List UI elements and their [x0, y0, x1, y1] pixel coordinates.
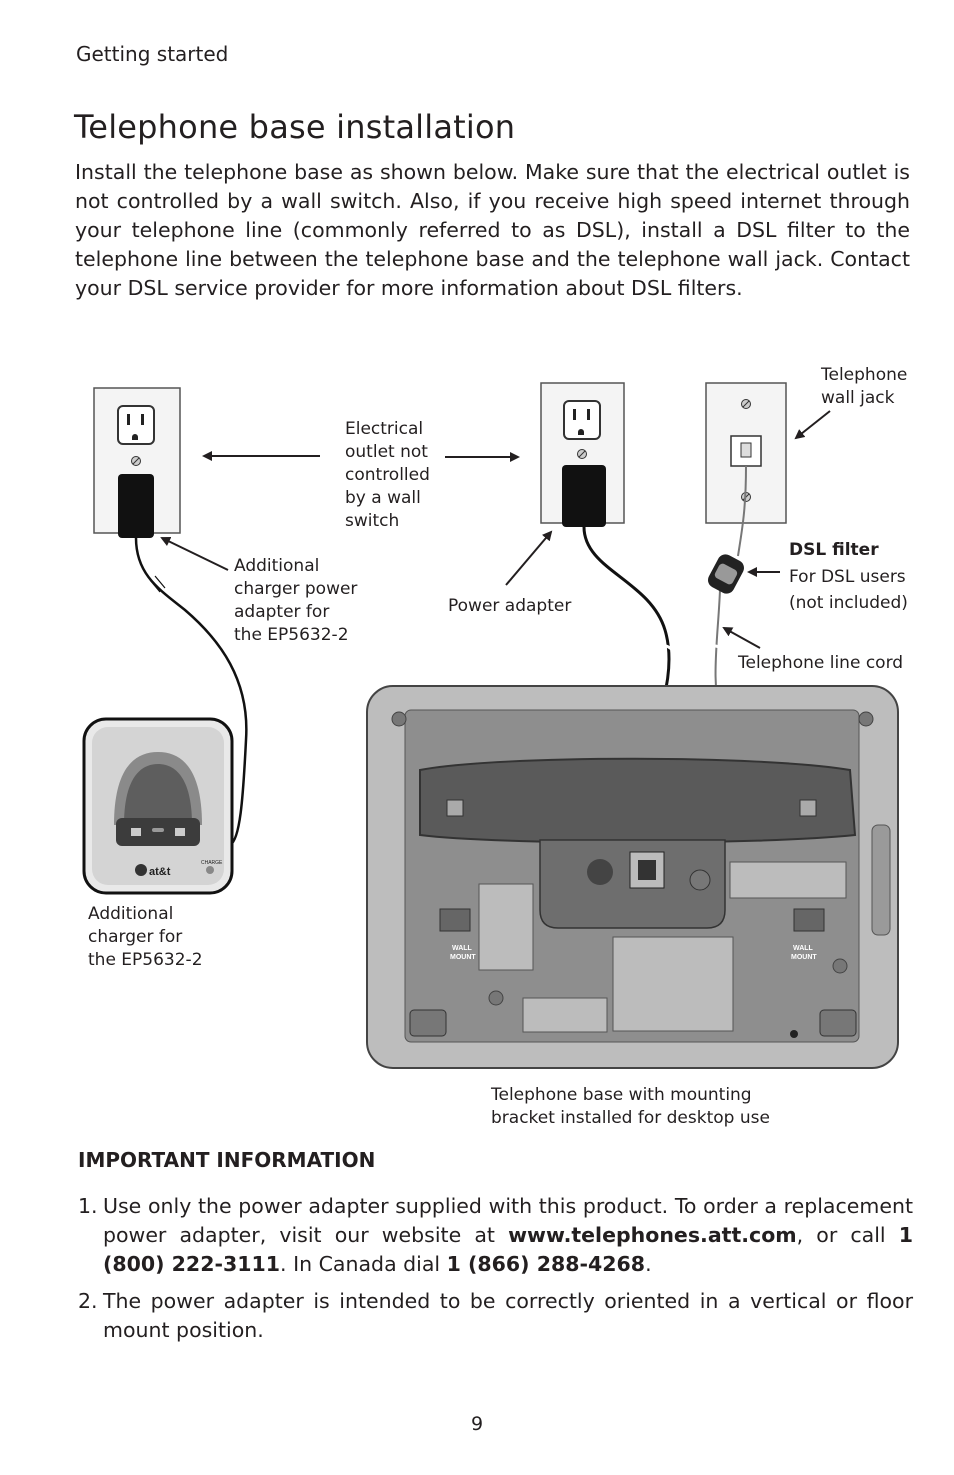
- us-phone-number: 1 (800) 222-3111: [103, 1223, 913, 1276]
- important-list: 1.Use only the power adapter supplied wi…: [78, 1192, 913, 1353]
- power-adapter: [562, 465, 606, 527]
- left-wall-outlet: [93, 387, 181, 538]
- charger-label-1: Additional: [88, 904, 173, 924]
- charger-label-2: charger for: [88, 927, 182, 947]
- wall-mount-left-1: WALL: [452, 945, 473, 952]
- charger-label-3: the EP5632-2: [88, 950, 203, 970]
- additional-charger: [82, 717, 234, 895]
- dsl-filter: [708, 554, 744, 594]
- middle-wall-outlet: [540, 382, 625, 527]
- website-link[interactable]: www.telephones.att.com: [508, 1223, 797, 1247]
- list-item: 2.The power adapter is intended to be co…: [78, 1289, 913, 1342]
- page-title: Telephone base installation: [74, 108, 516, 146]
- intro-paragraph: Install the telephone base as shown belo…: [75, 160, 910, 300]
- charger-brand: at&t: [149, 866, 171, 878]
- att-logo-icon: [135, 864, 147, 876]
- important-heading: IMPORTANT INFORMATION: [78, 1148, 376, 1172]
- additional-adapter-label-3: adapter for: [234, 602, 329, 622]
- additional-adapter-label-1: Additional: [234, 556, 319, 576]
- telephone-wall-jack: [705, 382, 787, 524]
- wall-mount-right-2: MOUNT: [791, 954, 817, 961]
- list-item-number: 2.: [78, 1289, 98, 1313]
- wall-jack-label-1: Telephone: [820, 365, 907, 385]
- additional-adapter-label-4: the EP5632-2: [234, 625, 349, 645]
- power-adapter-label: Power adapter: [448, 596, 571, 616]
- list-item: 1.Use only the power adapter supplied wi…: [78, 1194, 913, 1276]
- wall-jack-label-2: wall jack: [821, 388, 895, 408]
- outlet-label-5: switch: [345, 511, 399, 531]
- outlet-label-1: Electrical: [345, 419, 423, 439]
- line-cord-label: Telephone line cord: [737, 653, 903, 673]
- dsl-filter-title: DSL filter: [789, 540, 879, 560]
- outlet-label-3: controlled: [345, 465, 430, 485]
- section-label: Getting started: [76, 42, 229, 66]
- wall-mount-right-1: WALL: [793, 945, 814, 952]
- charger-led-label: CHARGE: [201, 860, 223, 866]
- dsl-filter-note-2: (not included): [789, 593, 908, 613]
- dsl-filter-note-1: For DSL users: [789, 567, 906, 587]
- page-number: 9: [470, 1413, 484, 1435]
- additional-power-adapter: [118, 474, 154, 538]
- base-label-2: bracket installed for desktop use: [491, 1108, 770, 1128]
- installation-diagram: at&t CHARGE WALL MOUNT WALL MOUNT Electr…: [82, 365, 908, 1128]
- wall-mount-left-2: MOUNT: [450, 954, 476, 961]
- telephone-base: [366, 685, 899, 1069]
- outlet-label-4: by a wall: [345, 488, 421, 508]
- additional-adapter-label-2: charger power: [234, 579, 357, 599]
- list-item-number: 1.: [78, 1194, 98, 1218]
- canada-phone-number: 1 (866) 288-4268: [446, 1252, 646, 1276]
- base-label-1: Telephone base with mounting: [490, 1085, 752, 1105]
- outlet-label-2: outlet not: [345, 442, 428, 462]
